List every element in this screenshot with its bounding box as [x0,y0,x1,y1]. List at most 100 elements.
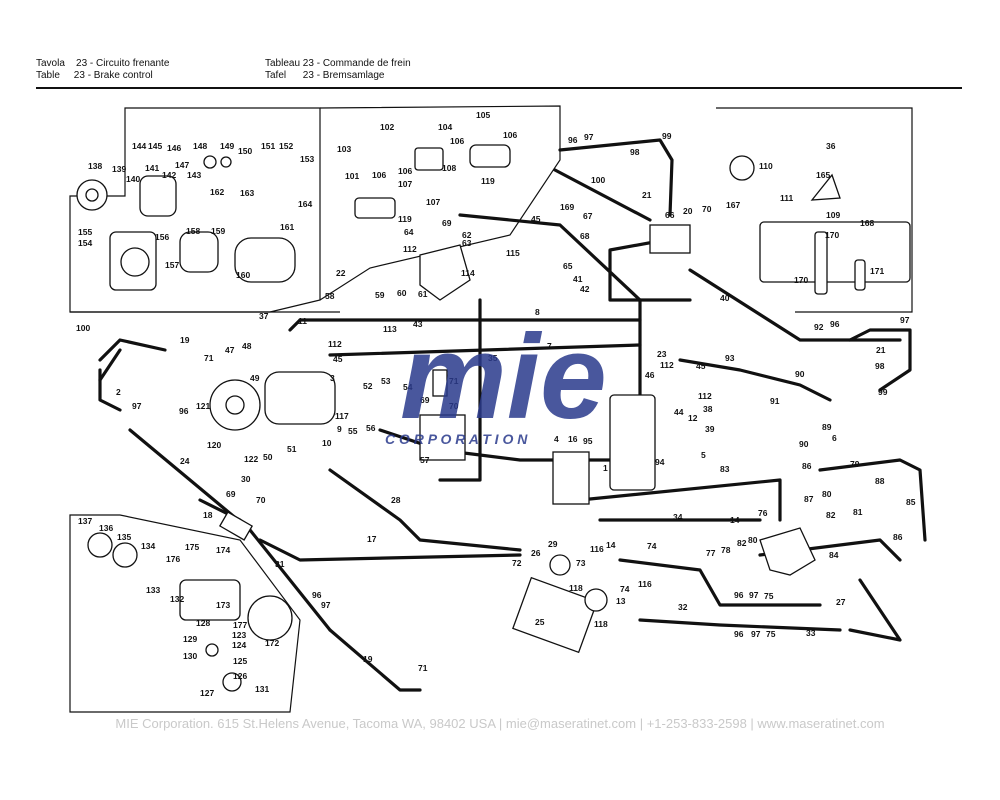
part-label: 100 [76,323,90,333]
header-rule [36,87,962,89]
components [76,144,911,692]
part-label: 107 [426,197,440,207]
part-label: 97 [321,600,331,610]
part-label: 96 [312,590,322,600]
part-label: 40 [720,293,730,303]
part-label: 27 [836,597,846,607]
part-label: 32 [678,602,688,612]
part-label: 115 [506,248,520,258]
part-label: 14 [606,540,616,550]
part-label: 83 [720,464,730,474]
part-label: 150 [238,146,252,156]
title-english: Table 23 - Brake control [36,70,153,81]
part-label: 2 [116,387,121,397]
part-label: 96 [734,590,744,600]
part-label: 53 [381,376,391,386]
part-label: 62 [462,230,472,240]
part-label: 69 [442,218,452,228]
part-label: 45 [531,214,541,224]
part-label: 124 [232,640,246,650]
part-label: 113 [383,324,397,334]
part-label: 171 [870,266,884,276]
part-label: 81 [853,507,863,517]
part-label: 100 [591,175,605,185]
part-label: 21 [642,190,652,200]
part-label: 9 [337,424,342,434]
part-label: 96 [179,406,189,416]
part-label: 51 [287,444,297,454]
part-label: 135 [117,532,131,542]
part-label: 42 [580,284,590,294]
part-label: 97 [900,315,910,325]
part-label: 136 [99,523,113,533]
part-label: 56 [366,423,376,433]
part-label: 148 [193,141,207,151]
part-label: 112 [660,360,674,370]
part-label: 1 [603,463,608,473]
part-label: 97 [132,401,142,411]
part-label: 122 [244,454,258,464]
part-label: 14 [730,515,740,525]
part-label: 164 [298,199,312,209]
part-label: 21 [876,345,886,355]
part-label: 170 [794,275,808,285]
part-label: 96 [734,629,744,639]
part-label: 109 [826,210,840,220]
part-label: 101 [345,171,359,181]
part-label: 39 [705,424,715,434]
part-label: 4 [554,434,559,444]
part-label: 3 [330,373,335,383]
part-label: 49 [250,373,260,383]
part-label: 159 [211,226,225,236]
part-label: 20 [683,206,693,216]
title-french: Tableau 23 - Commande de frein [265,58,411,69]
part-label: 76 [758,508,768,518]
part-label: 143 [187,170,201,180]
part-label: 45 [696,361,706,371]
part-label: 139 [112,164,126,174]
part-label: 170 [825,230,839,240]
part-label: 160 [236,270,250,280]
part-label: 162 [210,187,224,197]
part-label: 149 [220,141,234,151]
watermark-logo: mie [400,310,607,444]
part-label: 144 [132,141,146,151]
part-label: 141 [145,163,159,173]
part-label: 61 [418,289,428,299]
part-label: 99 [662,131,672,141]
part-label: 168 [860,218,874,228]
part-label: 60 [397,288,407,298]
part-label: 47 [225,345,235,355]
part-label: 157 [165,260,179,270]
part-label: 87 [804,494,814,504]
part-label: 117 [335,411,349,421]
part-label: 98 [875,361,885,371]
part-label: 50 [263,452,273,462]
part-label: 173 [216,600,230,610]
part-label: 17 [367,534,377,544]
part-label: 116 [638,579,652,589]
part-label: 154 [78,238,92,248]
part-label: 176 [166,554,180,564]
part-label: 34 [673,512,683,522]
part-label: 78 [721,545,731,555]
part-label: 106 [372,170,386,180]
part-label: 55 [348,426,358,436]
part-label: 66 [665,210,675,220]
part-label: 119 [481,176,495,186]
part-label: 86 [802,461,812,471]
part-label: 11 [298,316,307,326]
part-label: 57 [420,455,430,465]
part-label: 59 [375,290,385,300]
part-label: 69 [420,395,430,405]
part-label: 106 [503,130,517,140]
part-label: 44 [674,407,684,417]
part-label: 110 [759,161,773,171]
part-label: 70 [702,204,712,214]
part-label: 13 [616,596,626,606]
part-label: 38 [703,404,713,414]
part-label: 93 [725,353,735,363]
part-label: 177 [233,620,247,630]
part-label: 151 [261,141,275,151]
part-label: 92 [814,322,824,332]
